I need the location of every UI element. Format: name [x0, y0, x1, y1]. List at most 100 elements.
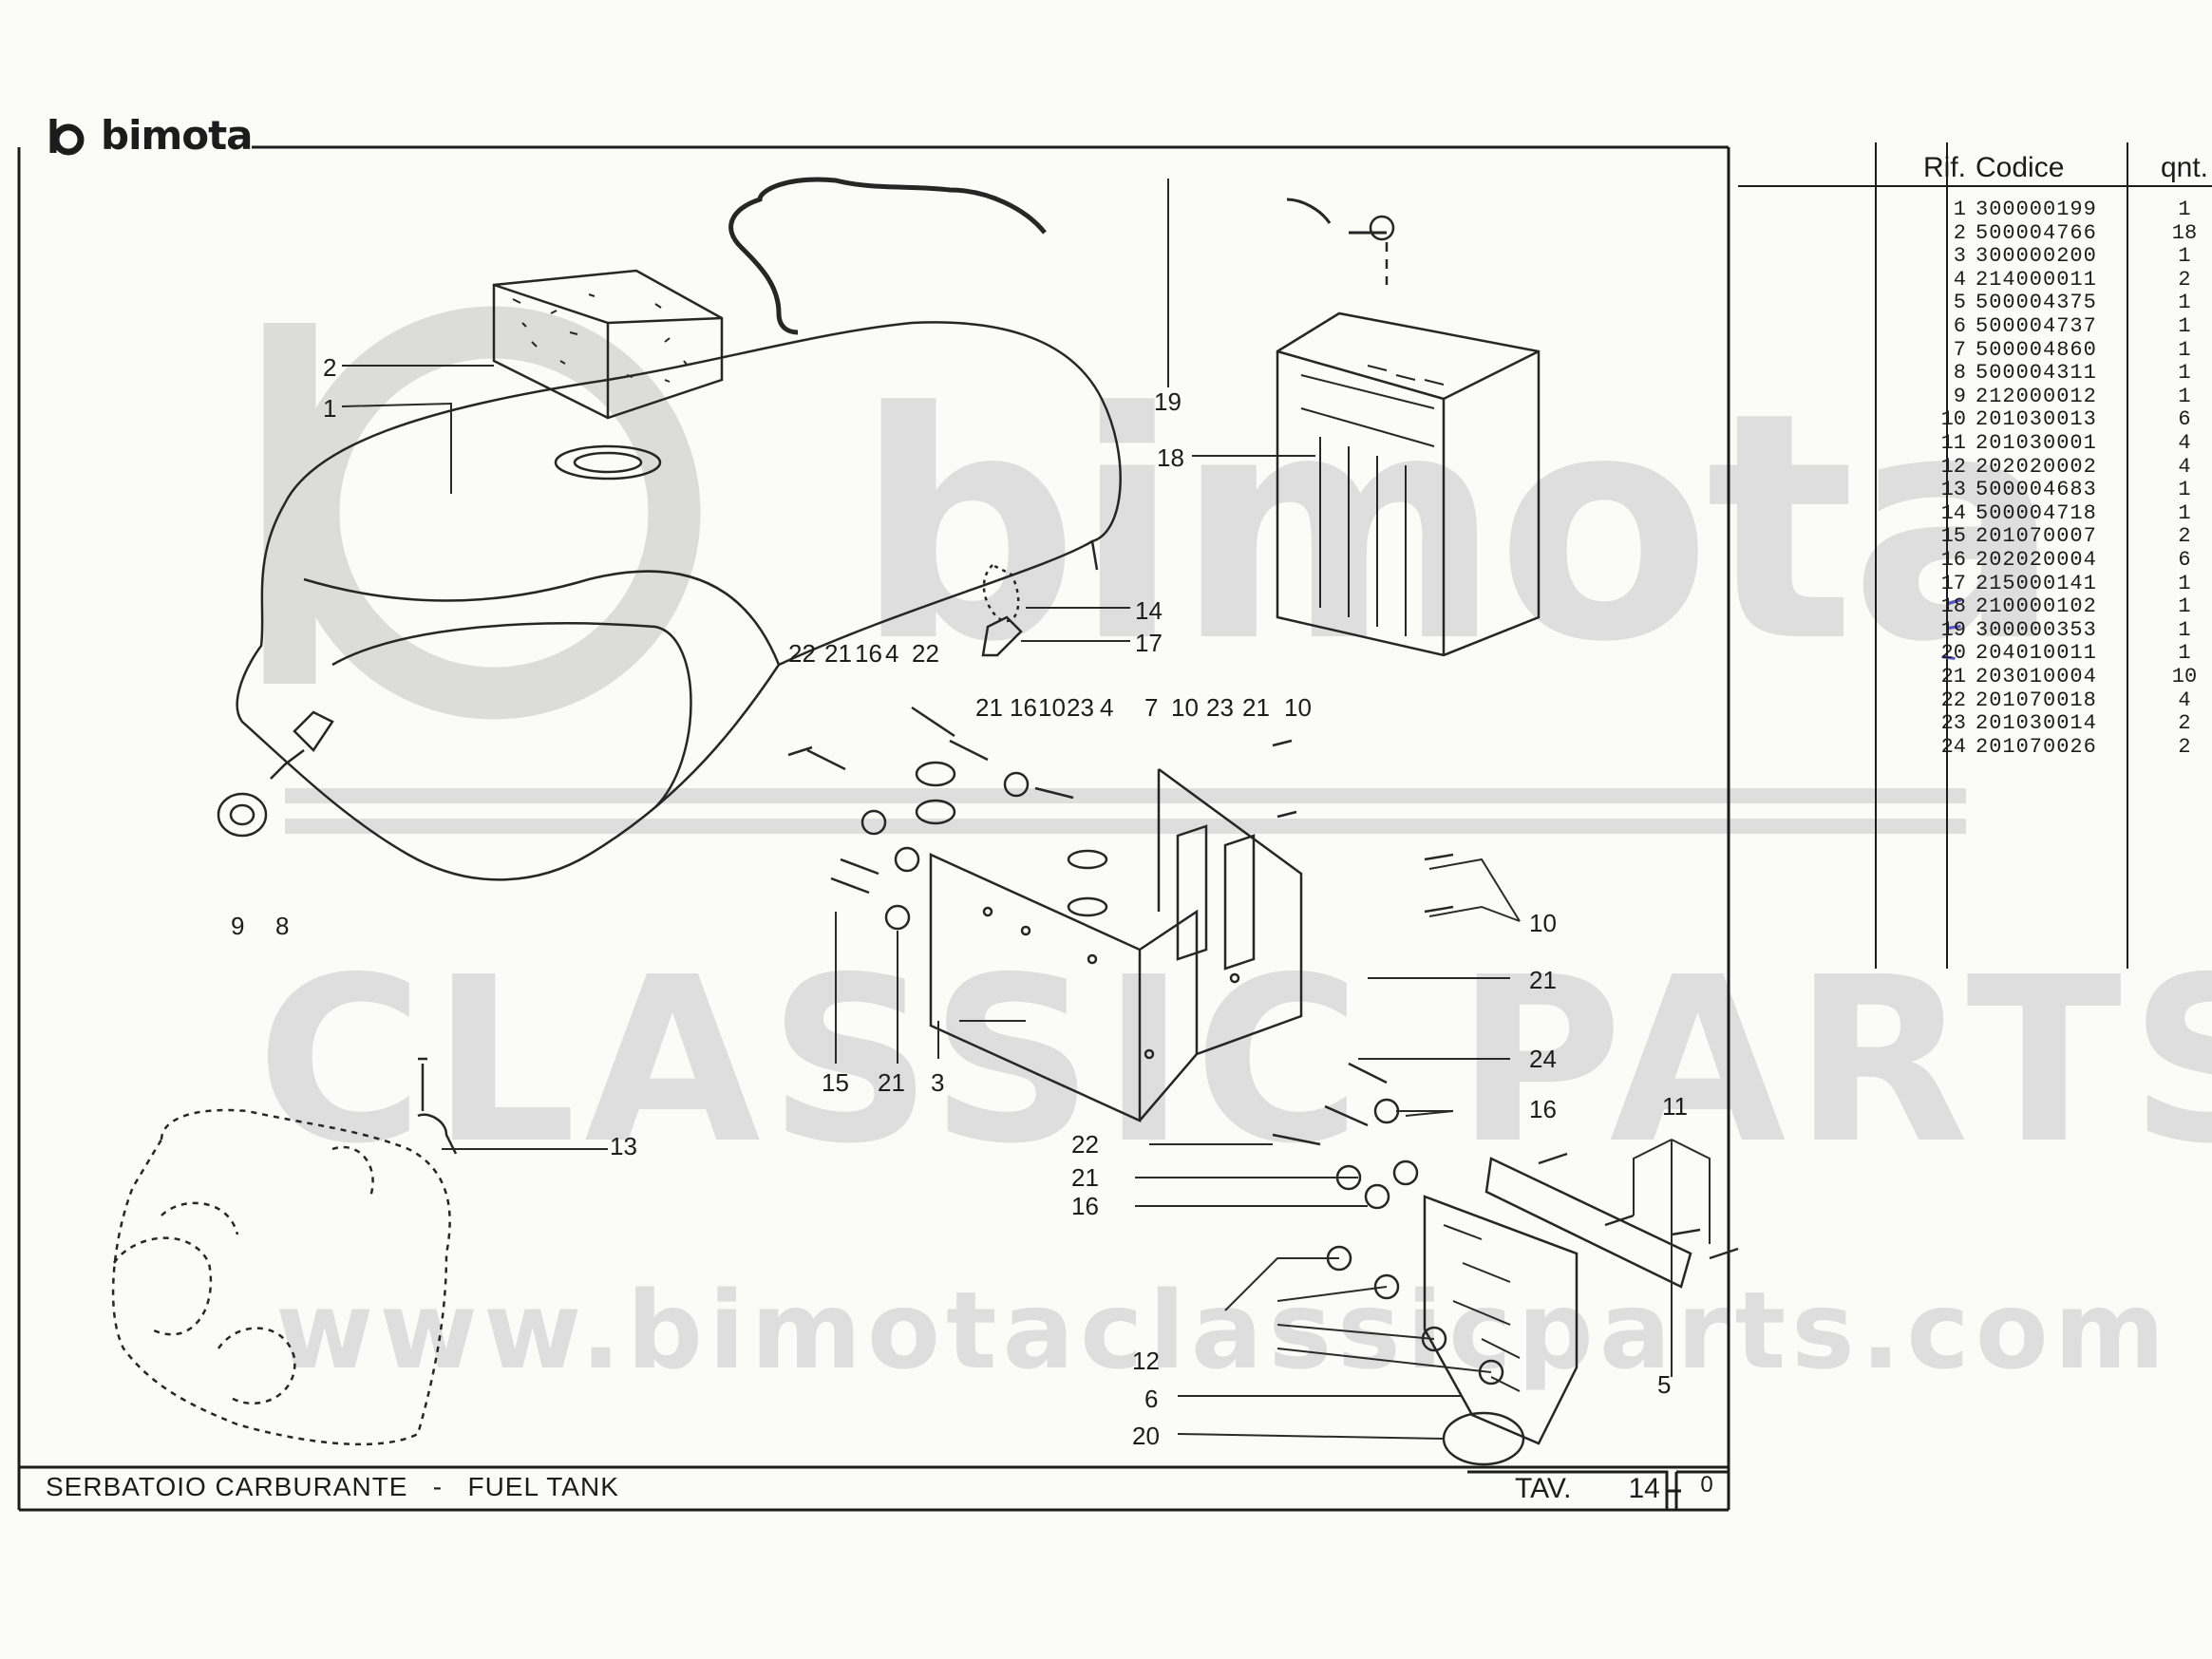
table-row: 4 214000011 2	[1890, 267, 2212, 292]
callout-4a: 4	[885, 639, 899, 668]
table-cell-code: 500004375	[1976, 291, 2097, 315]
callout-13: 13	[610, 1132, 637, 1160]
table-cell-code: 202020002	[1976, 454, 2097, 479]
callout-21f: 21	[1071, 1163, 1099, 1192]
table-row: 18 210000102 1	[1890, 594, 2212, 619]
table-cell-code: 204010011	[1976, 641, 2097, 666]
callout-1: 1	[323, 394, 337, 423]
table-cell-code: 214000011	[1976, 267, 2097, 292]
table-cell-rif: 4	[1953, 267, 1966, 292]
table-cell-rif: 13	[1940, 478, 1966, 502]
table-cell-qnt: 10	[2171, 665, 2198, 688]
table-row: 23 201030014 2	[1890, 711, 2212, 736]
callout-10c: 10	[1284, 693, 1312, 722]
table-row: 15 201070007 2	[1890, 524, 2212, 549]
table-cell-code: 500004311	[1976, 361, 2097, 386]
callout-9: 9	[231, 912, 245, 940]
callout-16a: 16	[855, 639, 882, 668]
table-cell-qnt: 2	[2178, 267, 2191, 292]
table-cell-code: 201030001	[1976, 431, 2097, 455]
callout-20: 20	[1132, 1422, 1160, 1450]
bimota-logo: bimota	[46, 112, 253, 159]
table-cell-rif: 8	[1953, 361, 1966, 386]
table-cell-code: 201070026	[1976, 734, 2097, 759]
table-cell-rif: 1	[1953, 198, 1966, 221]
callout-16b: 16	[1010, 693, 1037, 722]
table-cell-qnt: 1	[2178, 244, 2191, 269]
table-header-qnt: qnt.	[2160, 152, 2209, 183]
callout-2: 2	[323, 353, 337, 382]
brand-name: bimota	[101, 112, 253, 159]
table-cell-code: 500004718	[1976, 500, 2097, 525]
callout-24: 24	[1529, 1045, 1557, 1073]
callout-14: 14	[1135, 596, 1163, 625]
battery	[1276, 311, 1541, 657]
table-cell-code: 300000200	[1976, 244, 2097, 269]
fuel-tap	[270, 710, 334, 780]
callout-11: 11	[1662, 1092, 1688, 1121]
table-cell-qnt: 2	[2178, 711, 2191, 736]
table-cell-rif: 23	[1940, 711, 1966, 736]
filter-sponge	[492, 269, 724, 420]
nuts	[860, 761, 1504, 1386]
callout-23b: 23	[1206, 693, 1234, 722]
table-row: 21 203010004 10	[1890, 665, 2212, 688]
table-cell-rif: 15	[1940, 524, 1966, 549]
revision-number: 0	[1700, 1472, 1713, 1498]
table-cell-code: 500004860	[1976, 337, 2097, 362]
table-row: 3 300000200 1	[1890, 244, 2212, 269]
pen-marks	[1941, 598, 1962, 660]
table-cell-qnt: 1	[2178, 291, 2191, 315]
table-cell-rif: 10	[1940, 407, 1966, 432]
table-cell-rif: 16	[1940, 548, 1966, 572]
table-row: 16 202020004 6	[1890, 548, 2212, 572]
callout-15: 15	[822, 1068, 849, 1097]
callout-16d: 16	[1071, 1192, 1099, 1220]
table-cell-code: 201030014	[1976, 711, 2097, 736]
bimota-logo-mark-icon	[49, 118, 85, 155]
callout-21e: 21	[878, 1068, 905, 1097]
fuel-tank-outline	[236, 321, 1122, 881]
table-number-box: TAV. 14	[1477, 1470, 1667, 1508]
table-cell-rif: 18	[1940, 594, 1966, 619]
table-cell-qnt: 1	[2178, 337, 2191, 362]
drawing-lines	[111, 177, 1739, 1466]
table-cell-code: 300000353	[1976, 617, 2097, 642]
table-cell-qnt: 2	[2178, 524, 2191, 549]
callout-3: 3	[931, 1068, 945, 1097]
table-cell-rif: 3	[1953, 244, 1966, 269]
table-cell-code: 201030013	[1976, 407, 2097, 432]
table-cell-rif: 22	[1940, 688, 1966, 712]
table-cell-qnt: 1	[2178, 500, 2191, 525]
table-cell-code: 500004737	[1976, 314, 2097, 338]
table-cell-code: 210000102	[1976, 594, 2097, 619]
sheet-title: SERBATOIO CARBURANTE - FUEL TANK	[46, 1472, 619, 1501]
throttle-body	[111, 1108, 451, 1446]
table-cell-code: 201070007	[1976, 524, 2097, 549]
table-cell-rif: 9	[1953, 384, 1966, 408]
callout-23a: 23	[1067, 693, 1094, 722]
table-cell-code: 203010004	[1976, 665, 2097, 688]
mount-plate	[1423, 1157, 1692, 1445]
battery-cable	[728, 177, 1047, 335]
table-cell-rif: 21	[1940, 665, 1966, 688]
table-cell-qnt: 1	[2178, 594, 2191, 619]
callout-22b: 22	[912, 639, 939, 668]
table-cell-qnt: 6	[2178, 548, 2191, 572]
table-cell-code: 202020004	[1976, 548, 2097, 572]
level-switch	[981, 563, 1023, 657]
callout-21d: 21	[1529, 966, 1557, 994]
table-cell-qnt: 2	[2178, 734, 2191, 759]
table-cell-rif: 6	[1953, 314, 1966, 338]
table-cell-qnt: 18	[2171, 220, 2198, 245]
table-cell-rif: 19	[1940, 617, 1966, 642]
callout-21a: 21	[824, 639, 852, 668]
table-cell-qnt: 1	[2178, 478, 2191, 502]
